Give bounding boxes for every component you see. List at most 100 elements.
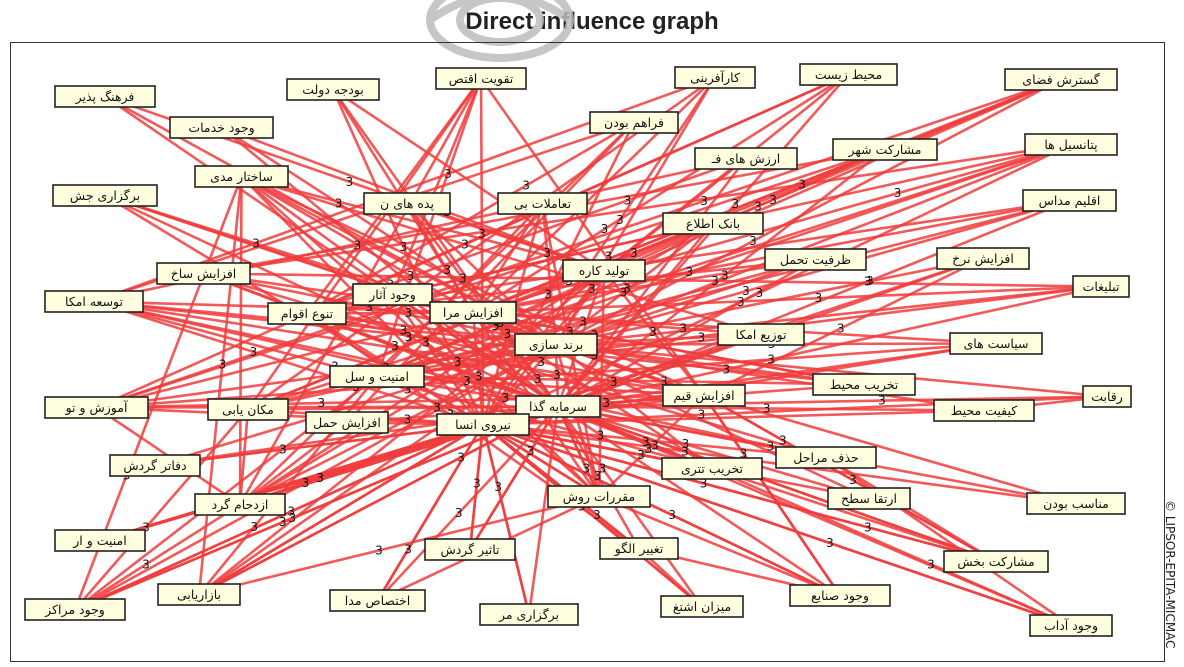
influence-edge-tosee-niroo [93, 300, 484, 426]
node-mosharekatbakhsh[interactable]: مشارکت بخش [943, 550, 1049, 573]
node-vojoodkhadamat[interactable]: وجود خدمات [169, 116, 274, 139]
edge-weight-label: 3 [864, 275, 872, 289]
node-afzayeshsakh[interactable]: افزایش ساخ [156, 262, 251, 285]
influence-edge-vojoodsanaye-niroo [482, 423, 841, 597]
influence-edge-tablighat-brand [555, 285, 1102, 346]
node-mosharekatshahr[interactable]: مشارکت شهر [832, 138, 938, 161]
node-taghir[interactable]: تغییر الگو [599, 537, 679, 560]
edge-weight-label: 3 [599, 462, 607, 476]
influence-edge-reghabat-sarmaye [557, 395, 1108, 408]
node-bank[interactable]: بانک اطلاع [662, 212, 764, 235]
influence-edge-keyfiat-brand [555, 343, 985, 412]
edge-weight-label: 3 [645, 442, 653, 456]
node-mohitzist[interactable]: محیط زیست [799, 63, 898, 86]
node-box [562, 259, 646, 282]
node-tosee[interactable]: توسعه امکا [44, 290, 144, 313]
node-monaseb[interactable]: مناسب بودن [1026, 492, 1126, 515]
node-ghalim[interactable]: اقلیم مداس [1022, 189, 1117, 212]
node-box [329, 589, 426, 612]
node-afzayeshmora[interactable]: افزایش مرا [429, 301, 517, 324]
node-takhrib[interactable]: تخریب محیط [812, 373, 916, 396]
node-afzayeshhaml[interactable]: افزایش حمل [305, 411, 389, 434]
node-box [352, 283, 433, 306]
node-amoozesh[interactable]: آموزش و تو [44, 396, 149, 419]
node-boodje[interactable]: بودجه دولت [286, 78, 380, 101]
influence-edge-tasir-niroo [468, 424, 485, 550]
influence-edge-bank-vojoodasar [392, 222, 714, 296]
node-karafarini[interactable]: کارآفرینی [674, 66, 756, 89]
node-pideha[interactable]: پده های ن [363, 192, 451, 215]
edge-weight-label: 3 [711, 274, 719, 288]
node-niroo[interactable]: نیروی انسا [436, 413, 530, 436]
node-tolid[interactable]: تولید کاره [562, 259, 646, 282]
node-label: گسترش فضای [1022, 72, 1099, 88]
node-farhang[interactable]: فرهنگ پذیر [54, 85, 156, 108]
influence-edge-potansil-brand [555, 143, 1072, 346]
node-ezdeham[interactable]: ازدحام گرد [194, 493, 286, 516]
node-mizan[interactable]: میزان اشتغ [660, 595, 744, 618]
node-box [24, 598, 126, 621]
node-box [436, 413, 530, 436]
node-ertegha[interactable]: ارتقا سطح [827, 487, 911, 510]
edge-weight-label: 3 [679, 322, 687, 336]
node-dafater[interactable]: دفاتر گردش [109, 454, 201, 477]
node-tozi[interactable]: توزیع امکا [717, 323, 805, 346]
node-bargozarijash[interactable]: برگزاری جش [52, 184, 158, 207]
edge-weight-label: 3 [798, 178, 806, 192]
node-makanyabi[interactable]: مکان یابی [207, 398, 289, 421]
edge-weight-label: 3 [422, 336, 430, 350]
node-box [1029, 614, 1113, 637]
edge-weight-label: 3 [534, 372, 542, 386]
node-vojoodsanaye[interactable]: وجود صنایع [789, 584, 891, 607]
node-box [207, 398, 289, 421]
node-box [789, 584, 891, 607]
node-label: بازاریابی [177, 587, 221, 603]
node-amniatva[interactable]: امنیت و ار [54, 529, 146, 552]
credit-text: © LIPSOR-EPITA-MICMAC [1163, 500, 1177, 649]
edge-weight-label: 3 [927, 557, 935, 571]
node-tamolat[interactable]: تعاملات بی [497, 192, 588, 215]
edge-weight-label: 3 [404, 306, 412, 320]
node-afzayeshgheym[interactable]: افزایش قیم [662, 384, 746, 407]
node-vojoodadab[interactable]: وجود آداب [1029, 614, 1113, 637]
edge-weight-label: 3 [543, 246, 551, 260]
node-zarfiat[interactable]: ظرفیت تحمل [764, 248, 867, 271]
node-keyfiat[interactable]: کیفیت محیط [933, 399, 1035, 422]
node-moghararat[interactable]: مقررات روش [547, 485, 651, 508]
node-box [514, 333, 598, 356]
edge-weight-label: 3 [721, 268, 729, 282]
node-afzayeshnarkh[interactable]: افزایش نرخ [936, 247, 1030, 270]
node-gostaresh[interactable]: گسترش فضای [1004, 68, 1118, 91]
edge-weight-label: 3 [375, 543, 383, 557]
node-amniatsal[interactable]: امنیت و سل [329, 365, 425, 388]
node-sakhtar[interactable]: ساختار مدی [194, 165, 289, 188]
node-brand[interactable]: برند سازی [514, 333, 598, 356]
node-vojoodmarakez[interactable]: وجود مراکز [24, 598, 126, 621]
node-label: افزایش مرا [443, 305, 503, 321]
node-reghabat[interactable]: رقابت [1082, 385, 1132, 408]
edge-weight-label: 3 [579, 315, 587, 329]
node-takhribtaraz[interactable]: تخریب تتری [661, 457, 763, 480]
node-arzesh[interactable]: ارزش های فـ [694, 147, 798, 170]
node-bazaryabi[interactable]: بازاریابی [157, 583, 241, 606]
node-vojoodasar[interactable]: وجود آثار [352, 283, 433, 306]
node-faraham[interactable]: فراهم بودن [589, 111, 679, 134]
node-bargozarimar[interactable]: برگزاری مر [479, 603, 579, 626]
node-box [44, 290, 144, 313]
node-siasat[interactable]: سیاست های [949, 332, 1043, 355]
edge-weight-label: 3 [461, 237, 469, 251]
node-label: افزایش ساخ [171, 266, 237, 282]
node-label: تقویت اقتص [449, 71, 514, 87]
influence-edge-pideha-afzayeshmora [405, 202, 475, 314]
node-tablighat[interactable]: تبلیغات [1072, 275, 1130, 298]
node-ekhtesas[interactable]: اختصاص مدا [329, 589, 426, 612]
edge-weight-label: 3 [391, 339, 399, 353]
influence-edge-tasir-sarmaye [468, 405, 560, 551]
node-potansil[interactable]: پتانسیل ها [1024, 133, 1118, 156]
node-hazf[interactable]: حذف مراحل [775, 446, 877, 469]
node-tanavo[interactable]: تنوع اقوام [267, 302, 347, 325]
node-sarmaye[interactable]: سرمایه گذا [515, 395, 601, 418]
node-taghviat[interactable]: تقویت اقتص [435, 67, 527, 90]
node-tasir[interactable]: تاثیر گردش [424, 538, 516, 561]
edge-weight-label: 3 [605, 249, 613, 263]
